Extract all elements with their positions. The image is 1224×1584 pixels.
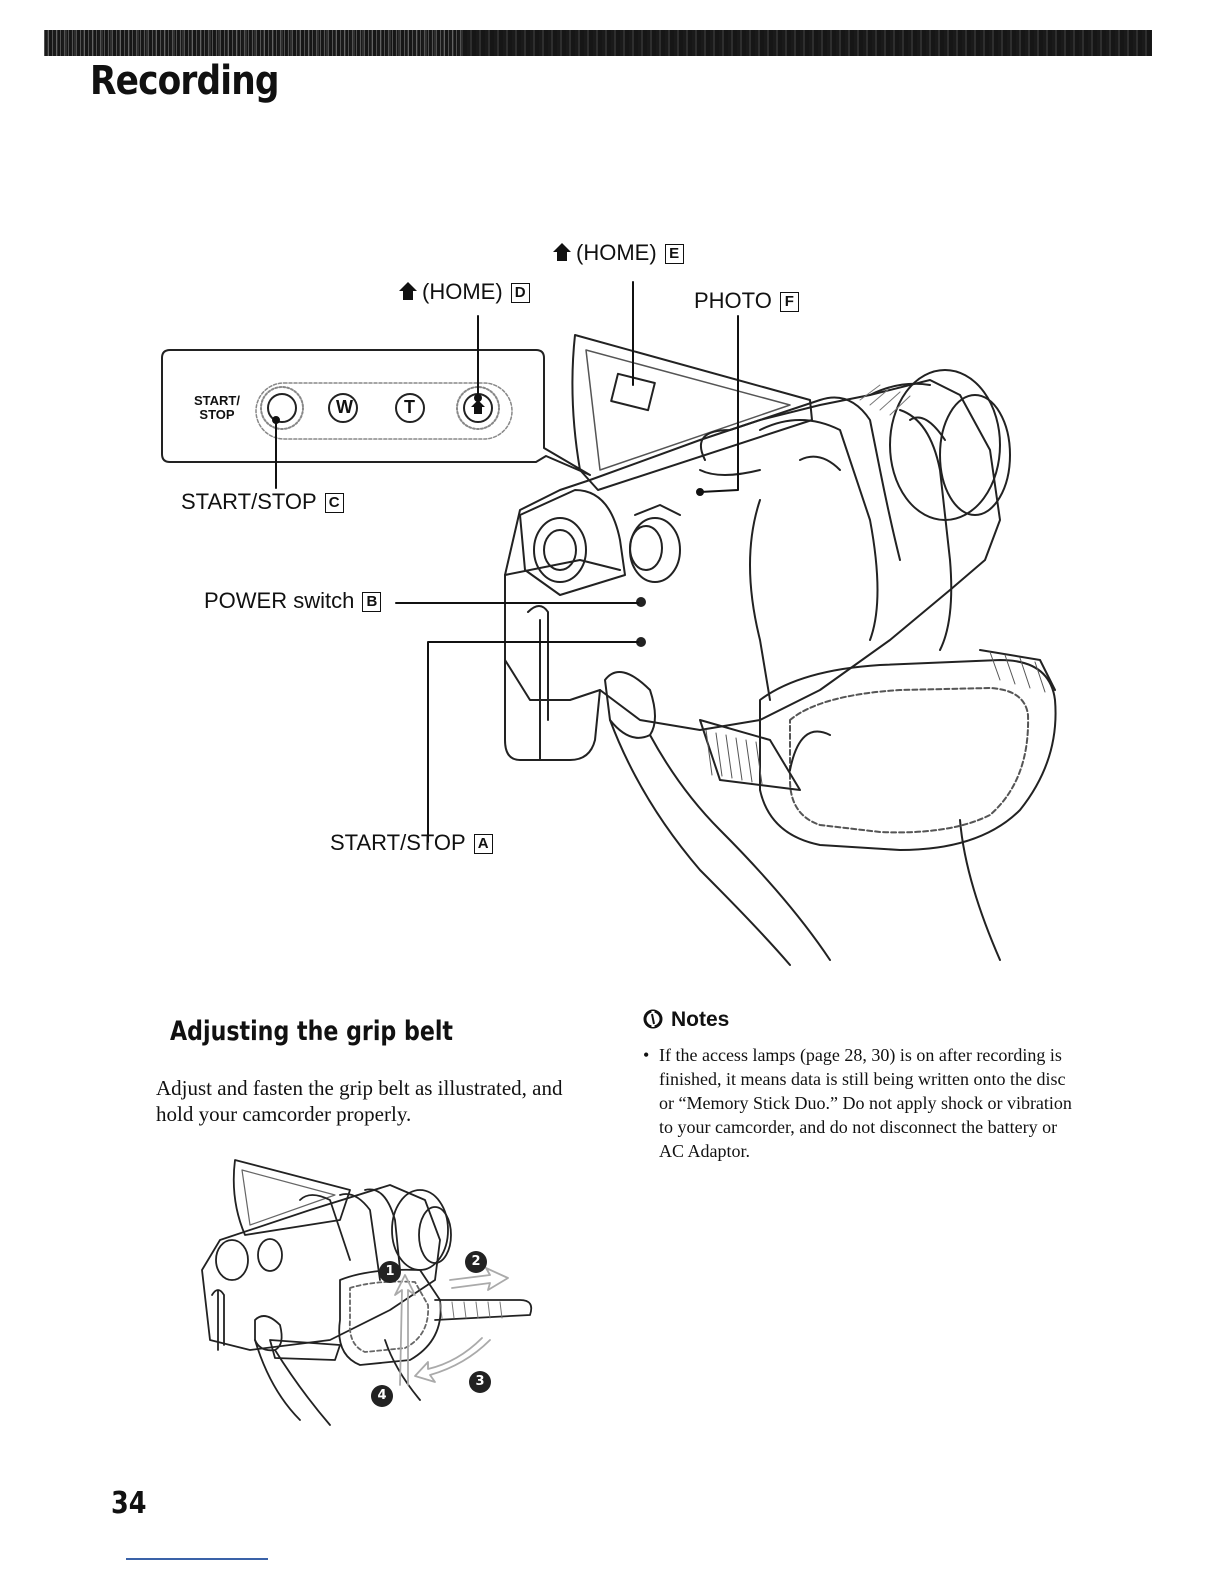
home-icon <box>399 282 417 300</box>
zoom-t-button-label: T <box>404 397 415 417</box>
start-stop-c-text: START/STOP <box>181 489 317 514</box>
home-d-text: (HOME) <box>422 279 503 304</box>
note-item: If the access lamps (page 28, 30) is on … <box>643 1043 1083 1163</box>
key-c: C <box>324 493 344 513</box>
step-badge-1: 1 <box>379 1261 401 1283</box>
notes-list: If the access lamps (page 28, 30) is on … <box>643 1043 1083 1163</box>
home-e-label: (HOME) E <box>552 242 684 264</box>
step-badge-2: 2 <box>465 1251 487 1273</box>
home-panel-icon <box>471 400 485 414</box>
start-stop-a-label: START/STOP A <box>330 832 493 854</box>
section-body: Adjust and fasten the grip belt as illus… <box>156 1076 563 1126</box>
header-bar-texture <box>44 30 464 56</box>
key-e: E <box>664 244 684 264</box>
home-e-text: (HOME) <box>576 240 657 265</box>
page-number: 34 <box>111 1486 147 1521</box>
grip-belt-illustration <box>201 1159 533 1426</box>
photo-f-label: PHOTO F <box>694 290 799 312</box>
footer-rule <box>126 1558 268 1560</box>
notes-heading: Notes <box>643 1008 729 1032</box>
start-stop-panel-label: START/ STOP <box>194 393 240 422</box>
power-dial <box>629 504 681 583</box>
key-f: F <box>779 292 799 312</box>
page-title: Recording <box>90 58 279 104</box>
caution-icon <box>643 1009 663 1029</box>
step-badge-3: 3 <box>469 1371 491 1393</box>
home-icon <box>553 243 571 261</box>
key-b: B <box>362 592 382 612</box>
key-d: D <box>510 283 530 303</box>
start-stop-c-label: START/STOP C <box>181 491 344 513</box>
leader-lines <box>272 281 739 843</box>
home-d-label: (HOME) D <box>398 281 530 303</box>
section-heading: Adjusting the grip belt <box>170 1016 454 1047</box>
power-b-label: POWER switch B <box>204 588 382 613</box>
photo-f-text: PHOTO <box>694 288 772 313</box>
control-panel-inset <box>161 349 591 476</box>
key-a: A <box>473 834 493 854</box>
camcorder-illustration <box>161 281 1057 966</box>
grip-belt <box>699 649 1057 851</box>
start-stop-a-text: START/STOP <box>330 830 466 855</box>
lcd-screen <box>571 334 813 491</box>
zoom-w-button-label: W <box>336 397 353 417</box>
hand <box>604 396 1001 966</box>
notes-heading-text: Notes <box>671 1008 730 1031</box>
power-b-text: POWER switch <box>204 588 355 613</box>
header-bar <box>44 30 1152 56</box>
viewfinder <box>519 489 626 596</box>
step-badge-4: 4 <box>371 1385 393 1407</box>
camera-body <box>504 379 1001 761</box>
